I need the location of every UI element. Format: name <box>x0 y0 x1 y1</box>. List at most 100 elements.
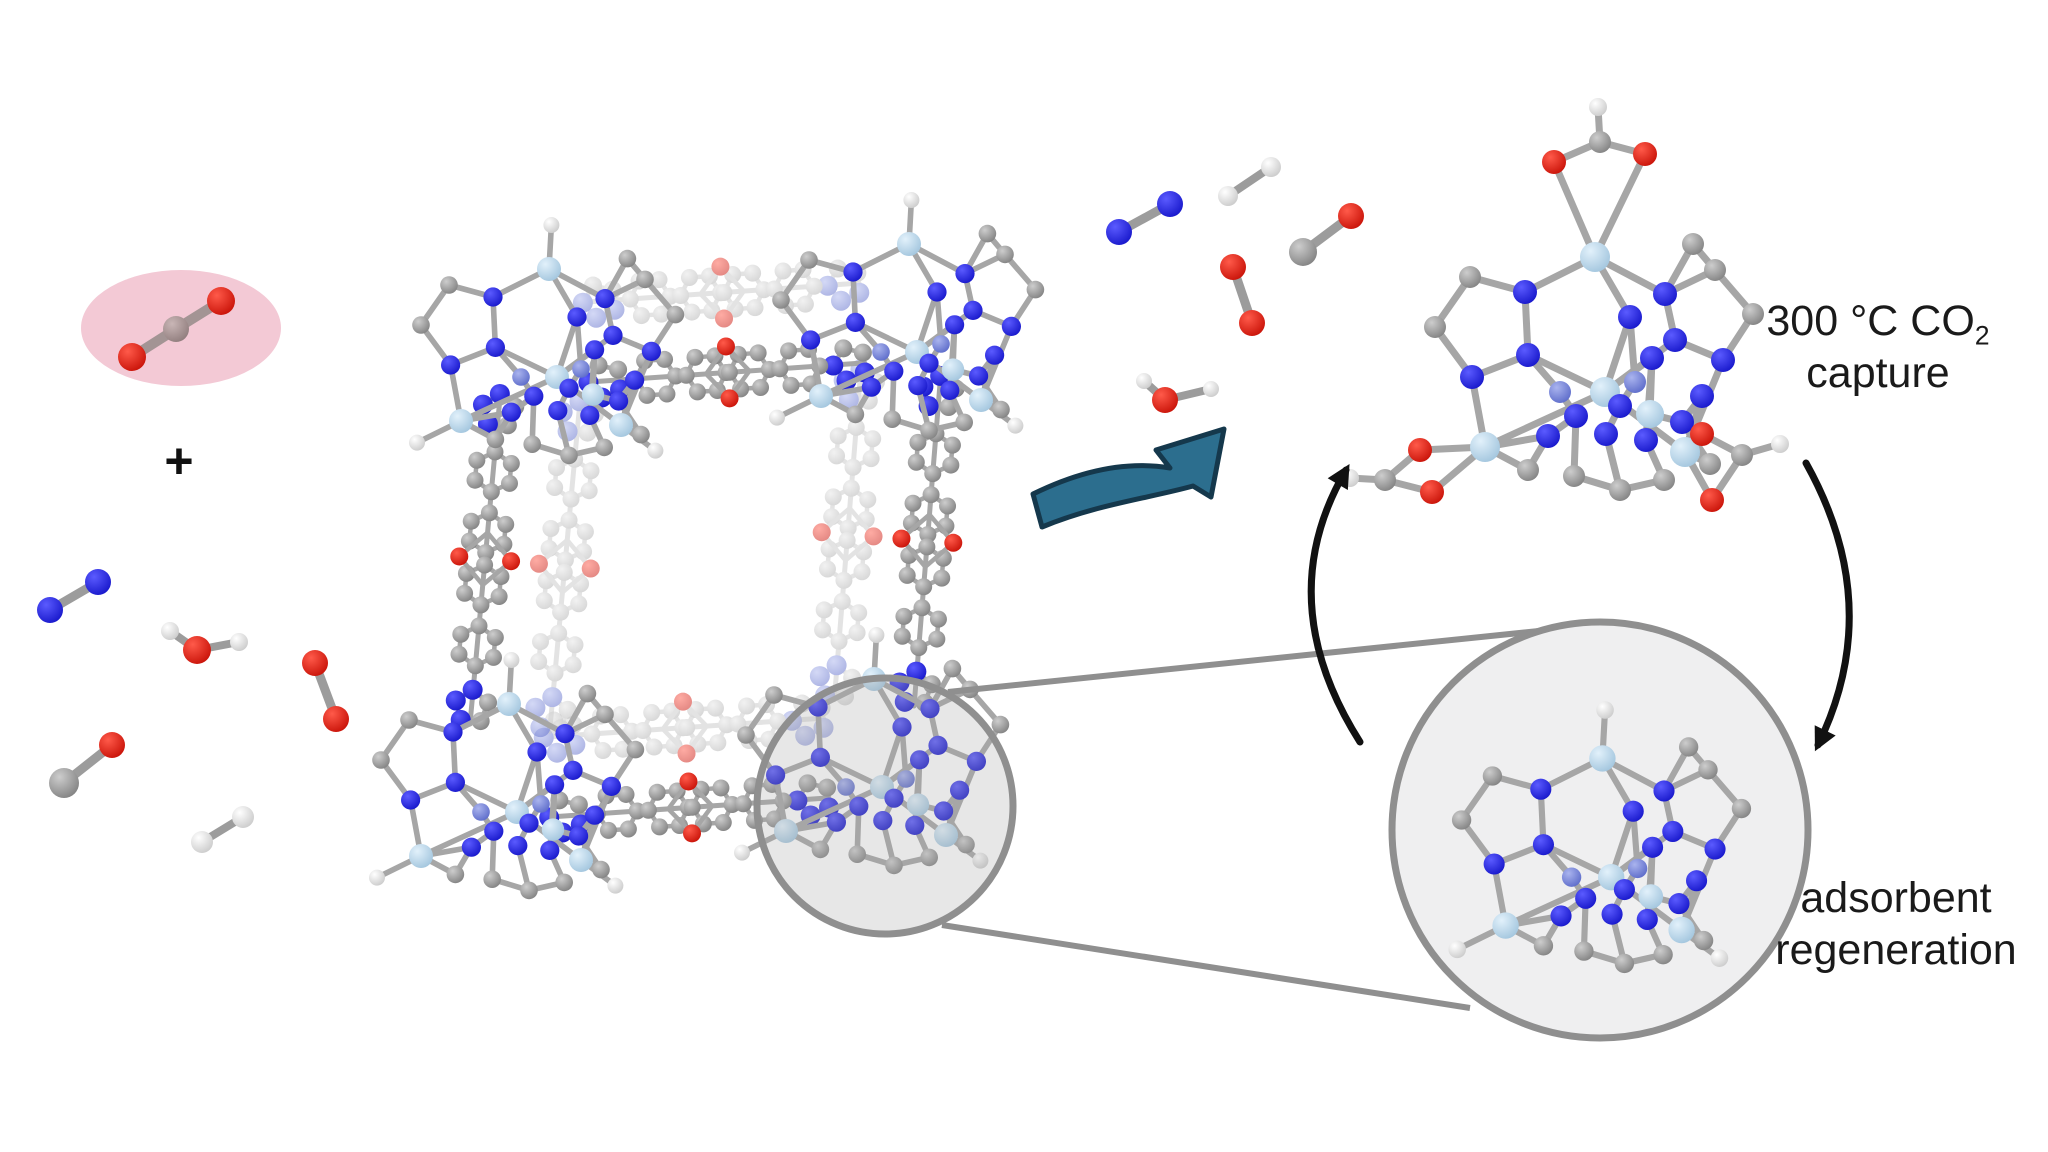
atom-n <box>920 699 940 719</box>
atom-c <box>486 628 504 646</box>
atom-n <box>559 378 579 398</box>
atom-c <box>1459 266 1481 288</box>
atom-c <box>480 504 498 522</box>
atom-cl <box>576 523 594 541</box>
atom-c <box>609 360 628 379</box>
atom-o <box>1420 480 1444 504</box>
atom-c <box>848 845 866 863</box>
atom-n <box>892 717 912 737</box>
atom-n <box>1653 780 1675 802</box>
atom-cl <box>848 624 866 642</box>
atom-c <box>909 433 927 451</box>
atom-c <box>1533 936 1554 956</box>
atom-cl <box>853 563 871 581</box>
atom-c <box>1574 941 1594 961</box>
atom-cl <box>542 520 560 538</box>
atom-n <box>1663 328 1687 352</box>
atom-cl <box>818 560 836 578</box>
atom-n <box>1608 394 1632 418</box>
atom-c <box>523 435 541 453</box>
co2-captured-cluster <box>1341 98 1789 512</box>
atom-c <box>782 376 800 394</box>
atom-o <box>302 650 328 676</box>
atom-c <box>939 497 957 515</box>
atom-c <box>632 425 650 444</box>
atom-nl <box>932 335 950 353</box>
atom-n <box>603 325 623 345</box>
atom-c <box>913 599 931 617</box>
feed-gas-mixture <box>37 270 349 853</box>
released-h2-molecule <box>1218 157 1281 206</box>
atom-n <box>443 722 463 742</box>
atom-c <box>599 821 617 839</box>
atom-n <box>910 750 930 770</box>
atom-zn <box>1670 437 1700 467</box>
atom-c <box>372 751 390 769</box>
atom-n <box>1536 424 1560 448</box>
atom-n <box>1670 410 1694 434</box>
atom-o <box>1152 387 1178 413</box>
atom-c <box>910 639 928 657</box>
atom-h <box>369 869 385 886</box>
co-molecule <box>49 732 125 798</box>
bond <box>418 809 520 859</box>
regenerated-cluster <box>1448 701 1752 974</box>
mof-molecular-square <box>369 192 1045 900</box>
atom-h <box>1261 157 1281 177</box>
atom-n <box>849 796 869 816</box>
atom-cl <box>829 427 847 445</box>
released-n2-molecule <box>1106 191 1183 245</box>
callout-line <box>947 625 1569 695</box>
callout-line <box>941 922 1471 1011</box>
atom-cl <box>805 277 823 295</box>
atom-h <box>1710 949 1729 967</box>
atom-n <box>1532 834 1554 856</box>
atom-h <box>734 844 750 861</box>
atom-nl <box>512 368 530 386</box>
atom-c <box>734 795 752 813</box>
atom-cl <box>564 656 582 674</box>
atom-cl <box>835 571 853 589</box>
capture-label-line2: capture <box>1806 349 1950 398</box>
regeneration-label-line1: adsorbent <box>1800 874 1992 922</box>
atom-n <box>801 330 821 350</box>
atom-cl <box>706 699 724 717</box>
magnifier-callout <box>753 618 1812 1042</box>
atom-c <box>472 596 490 614</box>
atom-cl <box>556 551 574 569</box>
atom-o <box>720 389 739 408</box>
atom-n <box>1601 903 1623 925</box>
atom-n <box>548 401 568 421</box>
atom-c <box>452 625 470 643</box>
atom-c <box>752 378 770 396</box>
atom-n <box>1516 343 1540 367</box>
bond <box>783 784 885 834</box>
atom-n <box>483 287 503 307</box>
atom-n <box>580 405 600 425</box>
atom-n <box>1653 282 1677 306</box>
atom-c <box>1731 444 1753 466</box>
atom-c <box>651 818 669 836</box>
atom-n <box>585 340 605 360</box>
atom-h <box>647 442 664 459</box>
atom-o <box>450 547 469 566</box>
atom-n <box>985 345 1005 365</box>
atom-cl <box>678 718 696 736</box>
atom-c <box>920 421 938 440</box>
atom-n <box>963 300 983 320</box>
atom-c <box>992 400 1010 419</box>
atom-c <box>798 774 817 793</box>
atom-nl <box>1549 381 1571 403</box>
zoom-source-circle <box>753 674 1017 938</box>
atom-n <box>445 690 466 711</box>
atom-c <box>943 436 961 454</box>
atom-n <box>787 790 808 811</box>
atom-h <box>769 409 785 426</box>
atom-o <box>1700 488 1724 512</box>
atom-n <box>445 772 465 792</box>
atom-c <box>943 659 962 678</box>
atom-c <box>666 305 685 324</box>
released-o2-molecule <box>1220 254 1265 336</box>
mof-corner-cluster-1 <box>769 192 1045 440</box>
atom-zn <box>1580 242 1610 272</box>
